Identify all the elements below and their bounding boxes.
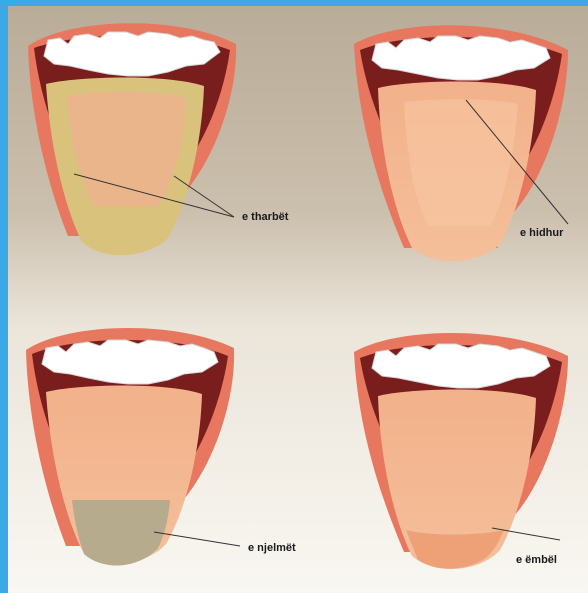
tongue-taste-diagram: e tharbët e hidhur e njelmët <box>8 6 588 593</box>
tongue-label-sweet: e ëmbël <box>516 554 557 566</box>
tongue-label-bitter: e hidhur <box>520 227 564 239</box>
diagram-panel: e tharbët e hidhur e njelmët <box>8 6 588 593</box>
tongue-label-sour: e tharbët <box>242 211 289 223</box>
tongue-label-salty: e njelmët <box>248 542 296 554</box>
